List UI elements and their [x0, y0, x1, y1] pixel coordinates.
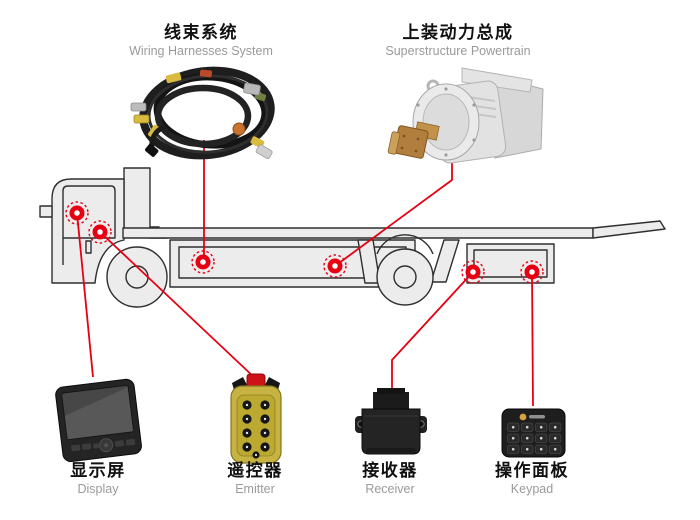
truck-deck	[122, 227, 594, 239]
line-powertrain	[334, 157, 453, 267]
marker-display	[65, 201, 89, 225]
marker-powertrain	[323, 254, 347, 278]
line-display	[76, 212, 94, 378]
truck-rear-hub	[393, 265, 417, 289]
line-keypad	[531, 271, 534, 407]
truck-cab-window	[62, 185, 116, 239]
display-illustration	[55, 378, 142, 463]
line-emitter	[99, 231, 257, 380]
keypad-illustration	[501, 408, 566, 458]
marker-keypad	[520, 260, 544, 284]
hotspot-markers	[65, 201, 544, 284]
emitter-illustration	[230, 373, 282, 464]
truck-mirror	[39, 205, 53, 218]
marker-emitter	[88, 220, 112, 244]
truck-front-hub	[125, 265, 149, 289]
truck-illustration	[39, 167, 666, 308]
powertrain-illustration	[387, 67, 544, 164]
receiver-illustration	[355, 388, 427, 455]
truck-headboard	[123, 167, 151, 232]
truck-tail-ramp	[592, 220, 666, 239]
connector-lines	[76, 140, 534, 407]
marker-harness	[191, 250, 215, 274]
truck-cab	[51, 178, 125, 284]
line-receiver	[391, 271, 474, 396]
truck-door-handle	[85, 240, 92, 254]
truck-rear-arch	[376, 234, 434, 255]
keypad-logo-icon	[519, 413, 527, 421]
wiring-harness-illustration	[130, 66, 275, 160]
marker-receiver	[461, 260, 485, 284]
truck-mudflap-rear	[430, 239, 460, 283]
